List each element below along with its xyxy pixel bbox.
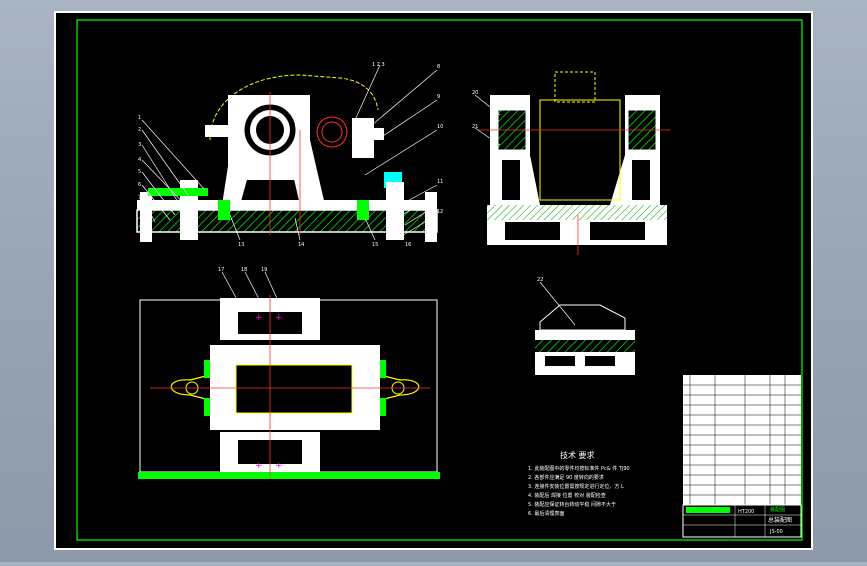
svg-text:+: + <box>255 313 263 323</box>
svg-text:+: + <box>275 313 283 323</box>
tech-requirements: 技术 要求 1. 此装配图中的零件均按标准件 Pc& 件 TJ90 2. 各部件… <box>528 450 630 517</box>
tech-line-1: 1. 此装配图中的零件均按标准件 Pc& 件 TJ90 <box>528 465 630 472</box>
leader-label-left-4: 4 <box>138 157 141 163</box>
leader-label-right-4: 11 <box>437 179 443 185</box>
leader-label-left-3: 3 <box>138 142 141 148</box>
leader-label-top-view-3: 19 <box>261 267 267 273</box>
title-block-material: HT200 <box>738 509 754 515</box>
leader-label-top-view-1: 17 <box>218 267 224 273</box>
leader-label-left-7: 7 <box>138 195 141 201</box>
tech-line-2: 2. 各部件应满足 90 度转向的要求 <box>528 474 604 481</box>
tech-requirements-title: 技术 要求 <box>560 450 595 460</box>
front-view <box>136 64 438 242</box>
tech-line-3: 3. 连接件安装位置需按规定进行定位，方 L <box>528 483 624 490</box>
drawing-border <box>76 19 803 541</box>
leader-label-bottom-2: 14 <box>298 242 304 248</box>
svg-text:+: + <box>275 461 283 471</box>
leader-label-left-2: 2 <box>138 127 141 133</box>
leader-label-left-6: 6 <box>138 182 141 188</box>
parts-list <box>683 375 801 505</box>
title-block-company: 装配图 <box>770 506 785 513</box>
leader-label-bottom-4: 16 <box>405 242 411 248</box>
tech-line-5: 5. 装配应保证转台转动平稳 间隙不大于 <box>528 501 616 508</box>
leader-label-right-3: 10 <box>437 124 443 130</box>
leader-label-right-2: 9 <box>437 94 440 100</box>
leader-label-left-5: 5 <box>138 169 141 175</box>
top-view: + + + + <box>138 271 440 479</box>
detail-view <box>535 281 635 375</box>
svg-text:+: + <box>255 461 263 471</box>
leader-label-bottom-1: 13 <box>238 242 244 248</box>
leader-label-top: 1 2 3 <box>372 62 385 68</box>
side-view <box>474 71 670 255</box>
leader-label-top-view-2: 18 <box>241 267 247 273</box>
leader-label-bottom-3: 15 <box>372 242 378 248</box>
leader-label-right-1: 8 <box>437 64 440 70</box>
leader-label-right-5: 12 <box>437 209 443 215</box>
tech-line-6: 6. 最后清理表面 <box>528 510 564 517</box>
title-block-drawing-number: JS-00 <box>769 529 783 535</box>
tech-line-4: 4. 装配后 焊接 位置 校对 装配检查 <box>528 492 606 499</box>
title-block: HT200 总装配图 JS-00 装配图 <box>682 504 802 538</box>
title-block-drawing-name: 总装配图 <box>768 516 792 524</box>
leader-label-side-2: 21 <box>472 124 478 130</box>
leader-label-side-1: 20 <box>472 90 478 96</box>
leader-label-left-1: 1 <box>138 115 141 121</box>
leader-label-detail: 22 <box>537 277 543 283</box>
